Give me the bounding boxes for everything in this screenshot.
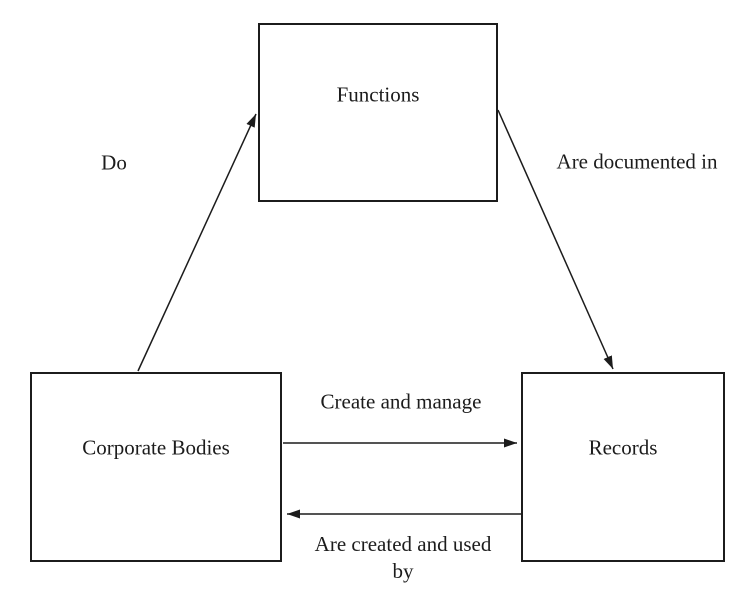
edge-label-are-documented-in: Are documented in bbox=[556, 149, 718, 174]
node-functions-label: Functions bbox=[336, 82, 420, 107]
node-functions: Functions bbox=[258, 23, 498, 202]
node-corporate-bodies-label: Corporate Bodies bbox=[82, 435, 230, 460]
edge-label-are-created-and-used-by: Are created and used by bbox=[314, 532, 492, 583]
node-corporate-bodies: Corporate Bodies bbox=[30, 372, 282, 562]
node-records: Records bbox=[521, 372, 725, 562]
edge-label-create-and-manage: Create and manage bbox=[320, 389, 482, 414]
arrow-corporate-bodies-to-functions bbox=[137, 113, 257, 372]
arrow-functions-to-records bbox=[497, 109, 614, 370]
edge-label-do: Do bbox=[101, 150, 127, 175]
node-records-label: Records bbox=[588, 435, 658, 460]
